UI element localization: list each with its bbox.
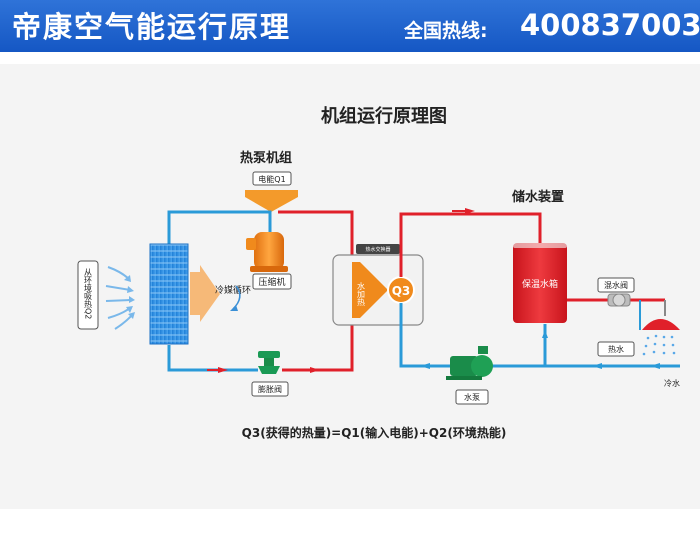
evaporator (149, 243, 189, 345)
refrigerant-pipe-cold-bottom (167, 345, 258, 372)
cold-water-label: 冷水 (664, 378, 680, 388)
refrigerant-pipe-hot-top (278, 210, 354, 258)
electric-energy-input: 电能Q1 (245, 171, 298, 212)
heat-pump-label: 热泵机组 (240, 150, 292, 166)
water-heating-text: 水加热 (357, 281, 366, 307)
hot-water-label: 热水 (608, 344, 624, 354)
water-pump-label: 水泵 (464, 392, 480, 402)
refrigerant-loop-label: 冷媒循环 (215, 284, 251, 296)
water-heating-label: 水加热 (357, 281, 366, 307)
header-banner: 帝康空气能运行原理 全国热线: 4008370030 (0, 0, 700, 52)
refrigerant-pipe-hot-bottom (282, 322, 354, 372)
insulated-tank: 保温水箱 (513, 243, 567, 323)
hotline-label: 全国热线: (404, 20, 488, 42)
bottom-strip (0, 509, 700, 537)
refrigerant-loop-text: 冷媒循环 (215, 284, 251, 296)
flow-arrow-icon (465, 208, 475, 214)
mixing-valve: 混水阀 (597, 277, 635, 307)
insulated-tank-label: 保温水箱 (522, 278, 558, 290)
expansion-valve: 膨胀阀 (251, 351, 289, 397)
hotline-number[interactable]: 4008370030 (520, 8, 700, 42)
flow-arrow-icon (420, 363, 430, 369)
flow-arrow-icon (218, 367, 228, 373)
compressor-label: 压缩机 (258, 276, 285, 288)
loop-arrowhead-icon (230, 305, 238, 311)
compressor: 压缩机 (246, 232, 292, 290)
heating-arrow-icon (352, 262, 388, 318)
energy-arrow-icon (245, 190, 298, 212)
expansion-valve-label: 膨胀阀 (258, 384, 282, 394)
brand-title: 帝康空气能运行原理 (12, 10, 292, 44)
q3-label: Q3 (392, 284, 411, 298)
flow-arrow-icon (592, 363, 602, 369)
diagram-title: 机组运行原理图 (321, 105, 447, 127)
flow-arrow-icon (650, 363, 660, 369)
air-flow-arrows (105, 266, 135, 330)
heat-transfer-arrow-icon (190, 265, 220, 322)
energy-formula: Q3(获得的热量)=Q1(输入电能)+Q2(环境热能) (242, 425, 507, 440)
heat-exchanger-label: 热水交换器 (365, 246, 390, 253)
ambient-heat-label: 从环境吸热Q2 (84, 268, 93, 319)
mixing-valve-label: 混水阀 (604, 280, 628, 290)
hot-water-tag: 热水 (597, 341, 635, 357)
ambient-heat-source: 从环境吸热Q2 (77, 260, 99, 330)
water-pump: 水泵 (446, 346, 493, 405)
refrigerant-pipe-cold-top (167, 210, 272, 245)
flow-arrow-icon (542, 330, 548, 338)
storage-label: 储水装置 (511, 189, 564, 205)
shower-head-icon (642, 300, 680, 356)
water-pipe-to-tank (488, 324, 547, 368)
heat-exchanger: 热水交换器 水加热 Q3 (332, 244, 424, 326)
water-pipe-hot-out (399, 212, 542, 277)
electric-energy-label: 电能Q1 (258, 174, 285, 184)
